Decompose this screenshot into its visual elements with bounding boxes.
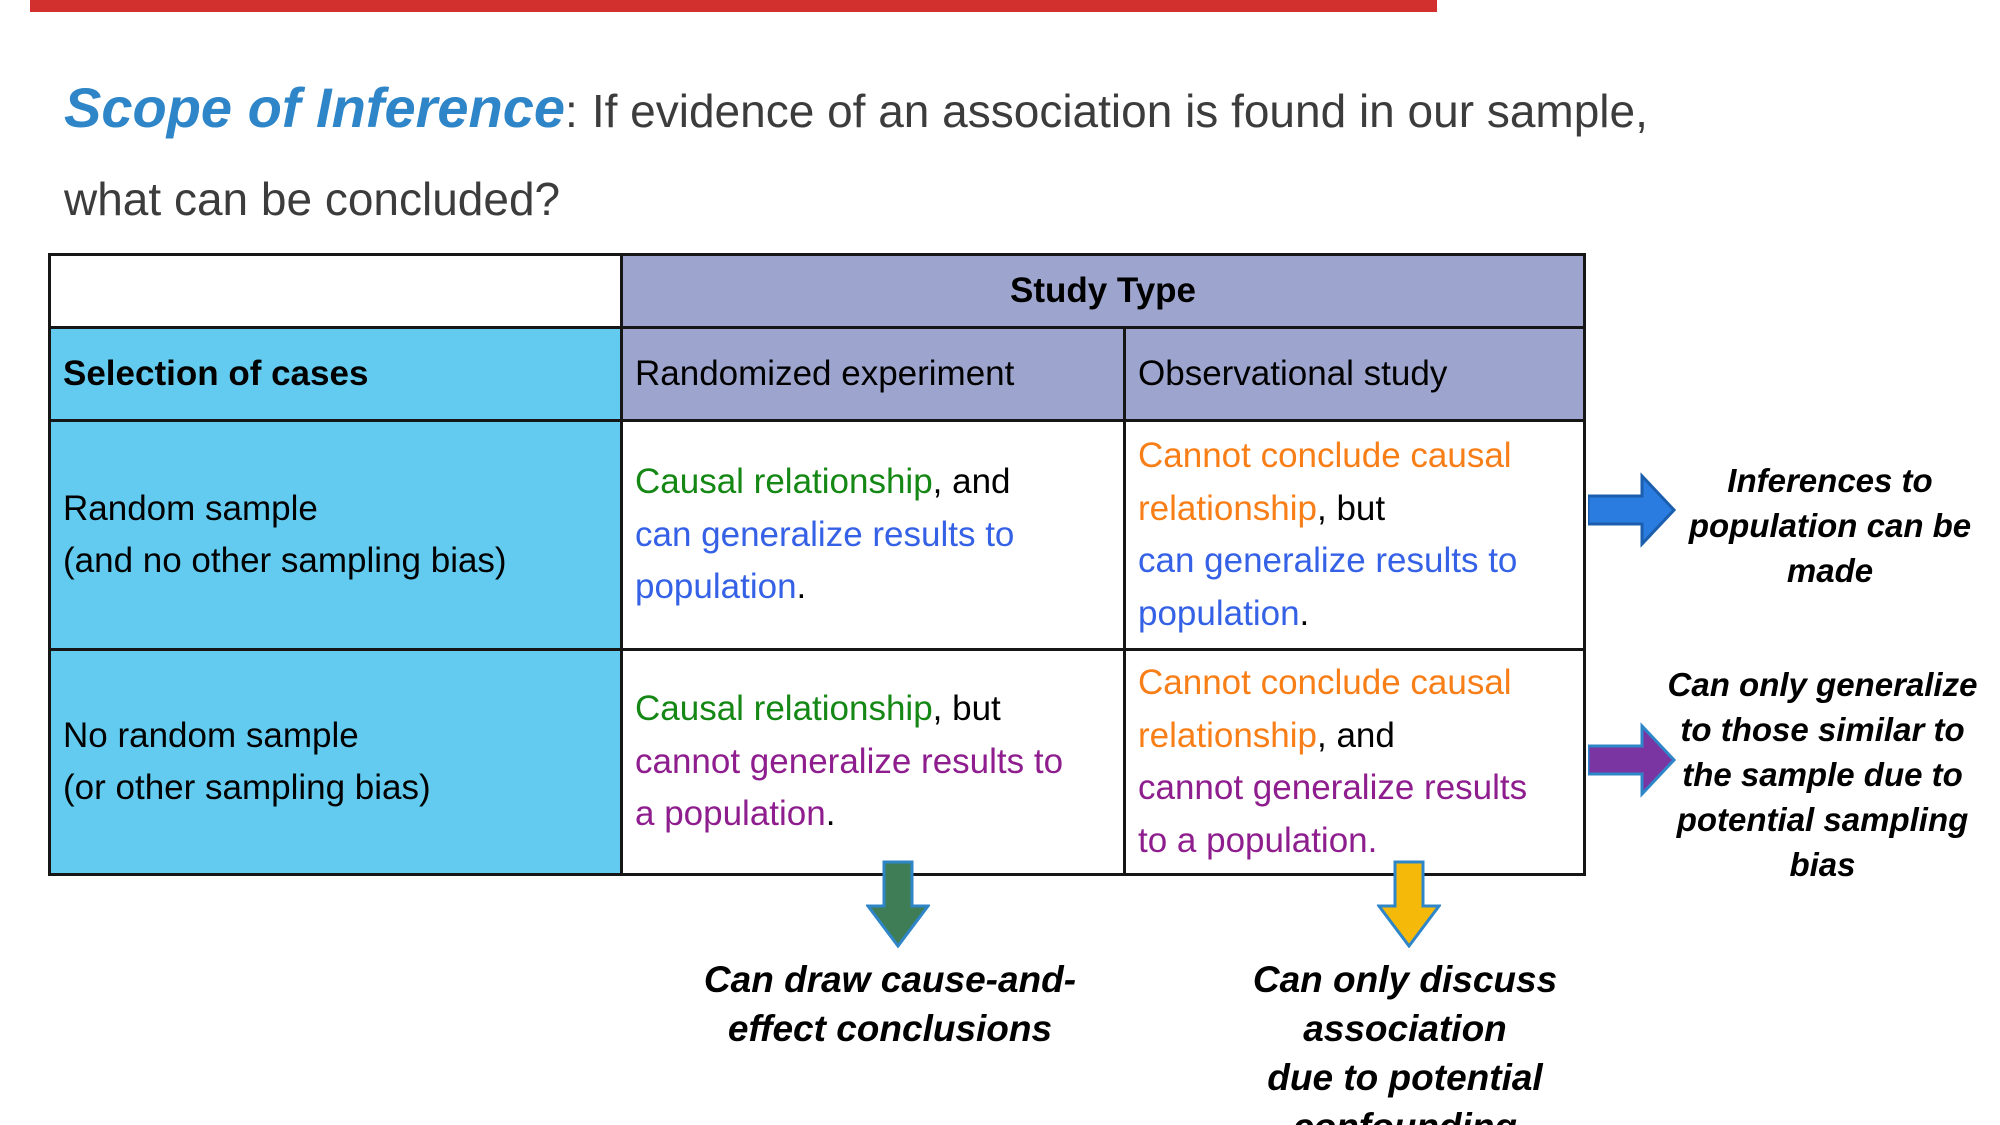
observational-study-header: Observational study [1123, 326, 1586, 422]
study-type-header-cell: Study Type [620, 253, 1586, 329]
caption-association-only: Can only discuss association due to pote… [1252, 959, 1558, 1125]
arrow-down-green-icon [866, 860, 930, 948]
arrow-down-yellow-icon [1377, 860, 1441, 948]
arrow-right-blue-icon [1588, 470, 1676, 550]
annotation-population-inference: Inferences to population can be made [1688, 462, 1972, 589]
corner-cell [48, 253, 623, 329]
title-emphasis: Scope of Inference [64, 76, 566, 139]
title-colon: : [565, 85, 578, 137]
slide-title: Scope of Inference:If evidence of an ass… [64, 70, 1914, 237]
selection-of-cases-header: Selection of cases [48, 326, 623, 422]
title-line2: what can be concluded? [64, 173, 561, 225]
top-red-bar [30, 0, 1437, 12]
row-label-no-random-sample: No random sample (or other sampling bias… [48, 648, 623, 876]
annotation-sample-generalization: Can only generalize to those similar to … [1667, 666, 1978, 883]
scope-table: Study Type Selection of cases Randomized… [48, 253, 1586, 876]
row-label-random-sample: Random sample (and no other sampling bia… [48, 419, 623, 651]
title-text: If evidence of an association is found i… [591, 85, 1648, 137]
randomized-experiment-header: Randomized experiment [620, 326, 1126, 422]
arrow-right-purple-icon [1588, 720, 1676, 800]
caption-cause-effect: Can draw cause-and- effect conclusions [703, 959, 1077, 1049]
